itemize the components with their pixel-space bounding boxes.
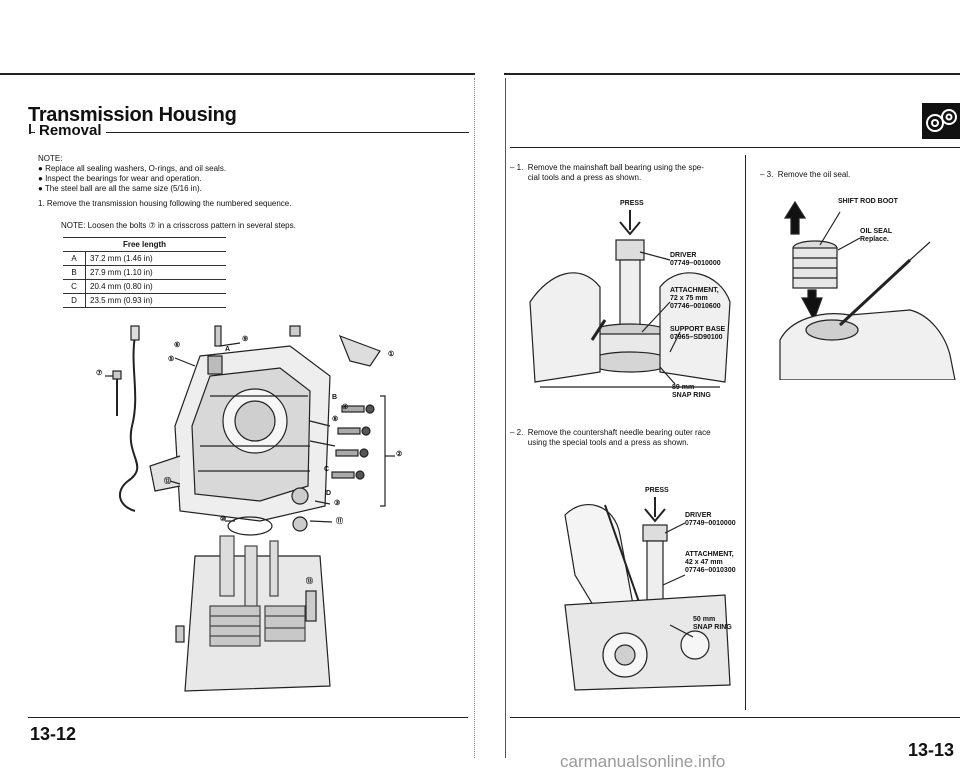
callout-1: ①: [388, 351, 395, 358]
bottom-rule-left: [28, 717, 468, 718]
note-label: NOTE:: [38, 154, 63, 163]
fig3-oil-seal-label: OIL SEAL Replace.: [860, 228, 893, 243]
fig3-shift-rod-boot-label: SHIFT ROD BOOT: [838, 198, 898, 205]
callout-4: ④: [342, 404, 349, 411]
callout-13: ⑬: [306, 578, 313, 585]
transmission-gear-icon: [922, 103, 960, 139]
callout-11: ⑪: [336, 518, 343, 525]
top-rule-left: [0, 73, 475, 75]
exploded-view-illustration: ⑦ ⑥ ⑤ ⑨ A ⑧ B ① ② C D ③ ⑪ ⑫ ⑩ ④ ⑬: [80, 306, 420, 706]
step-3-remove-oil-seal: – 3. Remove the oil seal.: [760, 170, 851, 179]
fig1-attachment-label: ATTACHMENT, 72 x 75 mm 07746–0010600: [670, 287, 721, 310]
header-rule-right: [510, 147, 960, 148]
page-title: Transmission Housing: [28, 104, 237, 126]
column-divider: [745, 155, 746, 710]
callout-label-b: B: [332, 394, 338, 401]
callout-10: ⑩: [220, 516, 227, 523]
fig2-snap-ring-label: 50 mm SNAP RING: [693, 616, 732, 631]
oil-seal-illustration: SHIFT ROD BOOT OIL SEAL Replace.: [760, 190, 956, 380]
note-item-1: ● Replace all sealing washers, O-rings, …: [38, 164, 227, 173]
fig1-driver-label: DRIVER 07749–0010000: [670, 252, 721, 267]
note-item-2: ● Inspect the bearings for wear and oper…: [38, 174, 202, 183]
callout-9: ⑨: [242, 336, 249, 343]
callout-8: ⑧: [332, 416, 339, 423]
fig1-press-label: PRESS: [620, 200, 644, 207]
notes-block: NOTE: ● Replace all sealing washers, O-r…: [38, 154, 438, 194]
bottom-rule-right: [510, 717, 960, 718]
page-number-right: 13-13: [908, 740, 955, 760]
fig2-press-label: PRESS: [645, 487, 669, 494]
fig1-support-base-label: SUPPORT BASE 07965–SD90100: [670, 326, 726, 341]
section-heading: Removal: [35, 122, 106, 139]
step-1-text: 1. Remove the transmission housing follo…: [38, 199, 292, 208]
note-item-3: ● The steel ball are all the same size (…: [38, 184, 202, 193]
section-rule-tick: [29, 124, 31, 134]
step-1-note: NOTE: Loosen the bolts ⑦ in a crisscross…: [61, 221, 296, 230]
fig2-driver-label: DRIVER 07749–0010000: [685, 512, 736, 527]
mainshaft-bearing-illustration: PRESS DRIVER 07749–0010000 ATTACHMENT, 7…: [520, 192, 740, 412]
page-number-left: 13-12: [30, 724, 77, 744]
step-2-remove-countershaft-race: – 2. Remove the countershaft needle bear…: [510, 428, 711, 447]
callout-5: ⑤: [168, 356, 175, 363]
callout-6: ⑥: [174, 342, 181, 349]
countershaft-race-illustration: PRESS DRIVER 07749–0010000 ATTACHMENT, 4…: [545, 475, 745, 700]
watermark-text: carmanualsonline.info: [560, 752, 726, 771]
page-spine: [474, 78, 506, 758]
fig1-snap-ring-label: 89 mm SNAP RING: [672, 384, 711, 399]
callout-3: ③: [334, 500, 341, 507]
table-header: Free length: [63, 237, 226, 252]
callout-label-c: C: [324, 466, 330, 473]
callout-12: ⑫: [164, 478, 171, 485]
callout-2: ②: [396, 451, 403, 458]
top-rule-right: [504, 73, 960, 75]
callout-label-a: A: [225, 346, 231, 353]
callout-7: ⑦: [96, 370, 103, 377]
section-rule: [29, 132, 469, 133]
fig2-attachment-label: ATTACHMENT, 42 x 47 mm 07746–0010300: [685, 551, 736, 574]
step-1-remove-mainshaft-bearing: – 1. Remove the mainshaft ball bearing u…: [510, 163, 704, 182]
callout-label-d: D: [326, 490, 332, 497]
